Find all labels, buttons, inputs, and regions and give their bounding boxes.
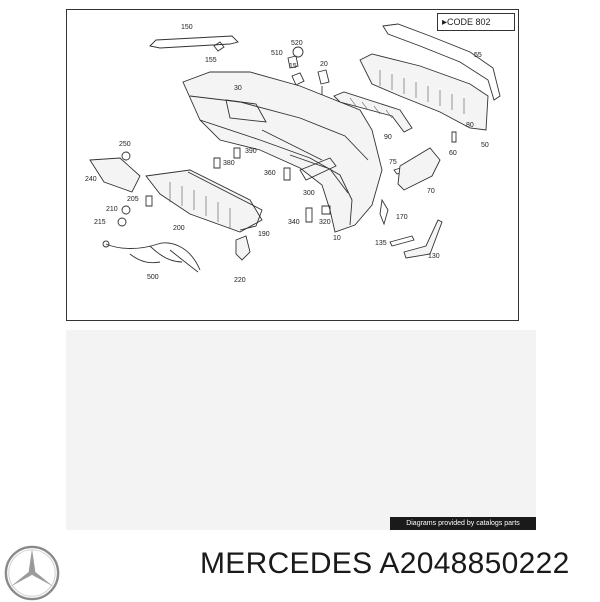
- callout-label: 170: [396, 214, 408, 221]
- mercedes-star-logo-icon: [4, 545, 60, 601]
- callout-label: 20: [320, 61, 328, 68]
- callout-label: 200: [173, 225, 185, 232]
- callout-label: 240: [85, 176, 97, 183]
- part-bracket-300: [299, 157, 337, 181]
- callout-label: 360: [264, 170, 276, 177]
- callout-label: 210: [106, 206, 118, 213]
- part-clip: [213, 41, 225, 52]
- part-bracket-510: [287, 55, 299, 69]
- part-trim-strip: [149, 35, 239, 49]
- callout-label: 300: [303, 190, 315, 197]
- part-bumper-cover-opening: [225, 99, 267, 123]
- part-number: A2048850222: [379, 547, 570, 580]
- callout-label: 135: [375, 240, 387, 247]
- part-clip-170: [379, 198, 389, 226]
- part-bracket-240: [89, 157, 141, 193]
- credit-text: Diagrams provided by catalogs parts: [406, 520, 520, 527]
- code-label: CODE 802: [447, 17, 491, 27]
- callout-label: 340: [288, 219, 300, 226]
- callout-label: 510: [271, 50, 283, 57]
- callout-label: 30: [234, 85, 242, 92]
- part-bolt-60: [451, 131, 457, 143]
- callout-label: 80: [466, 122, 474, 129]
- part-carrier-190: [187, 171, 263, 231]
- part-sensor-holder-220: [235, 235, 251, 261]
- part-bumper-cover-edge2: [189, 95, 369, 161]
- part-diffuser: [359, 53, 489, 131]
- part-screw-205: [145, 195, 153, 207]
- code-label-box: ▸CODE 802: [437, 13, 515, 31]
- callout-label: 60: [449, 150, 457, 157]
- part-washer-210: [121, 205, 131, 215]
- part-holder-15: [291, 72, 305, 86]
- part-sensor-connector: [102, 240, 110, 248]
- part-grommet-520: [292, 46, 304, 58]
- part-screw-390: [233, 147, 241, 159]
- part-diffuser-hatching: [379, 70, 465, 114]
- callout-label: 15: [289, 63, 297, 70]
- part-number-title: MERCEDES A2048850222: [200, 547, 570, 581]
- part-grommet-250: [121, 151, 131, 161]
- callout-label: 50: [481, 142, 489, 149]
- part-rear-strip: [382, 23, 501, 101]
- part-screw-340: [305, 207, 313, 223]
- callout-label: 220: [234, 277, 246, 284]
- callout-label: 250: [119, 141, 131, 148]
- callout-label: 155: [205, 57, 217, 64]
- image-background-panel: [66, 330, 536, 530]
- part-wiring-harness: [105, 242, 201, 273]
- callout-labels: 150 155 510 520 15 20 30 55 80 60 50 250…: [85, 24, 489, 284]
- callout-label: 500: [147, 274, 159, 281]
- callout-label: 130: [428, 253, 440, 260]
- part-side-trim-70: [397, 147, 441, 191]
- part-sensor-20: [317, 69, 330, 85]
- callout-label: 520: [291, 40, 303, 47]
- part-nut-215: [117, 217, 127, 227]
- part-moulding-130: [403, 219, 443, 259]
- callout-label: 150: [181, 24, 193, 31]
- brand-name: MERCEDES: [200, 547, 373, 580]
- part-lower-grille-hatch: [349, 97, 393, 119]
- callout-label: 75: [389, 159, 397, 166]
- part-screw-360: [283, 167, 291, 181]
- callout-label: 55: [474, 52, 482, 59]
- part-bumper-cover: [182, 71, 383, 233]
- callout-label: 190: [258, 231, 270, 238]
- part-screw-380: [213, 157, 221, 169]
- part-lower-grille: [333, 91, 413, 133]
- callout-label: 205: [127, 196, 139, 203]
- part-absorber-hatch: [169, 182, 231, 228]
- part-nut-320: [321, 205, 331, 215]
- callout-label: 10: [333, 235, 341, 242]
- callout-label: 70: [427, 188, 435, 195]
- callout-label: 90: [384, 134, 392, 141]
- credit-bar: Diagrams provided by catalogs parts: [390, 517, 536, 530]
- callout-label: 380: [223, 160, 235, 167]
- arrow-right-icon: ▸: [442, 17, 448, 28]
- callout-label: 320: [319, 219, 331, 226]
- callout-label: 390: [245, 148, 257, 155]
- part-impact-absorber-200: [145, 169, 263, 233]
- callout-label: 215: [94, 219, 106, 226]
- part-strip-135: [389, 235, 415, 247]
- part-bumper-cover-edge: [199, 119, 353, 226]
